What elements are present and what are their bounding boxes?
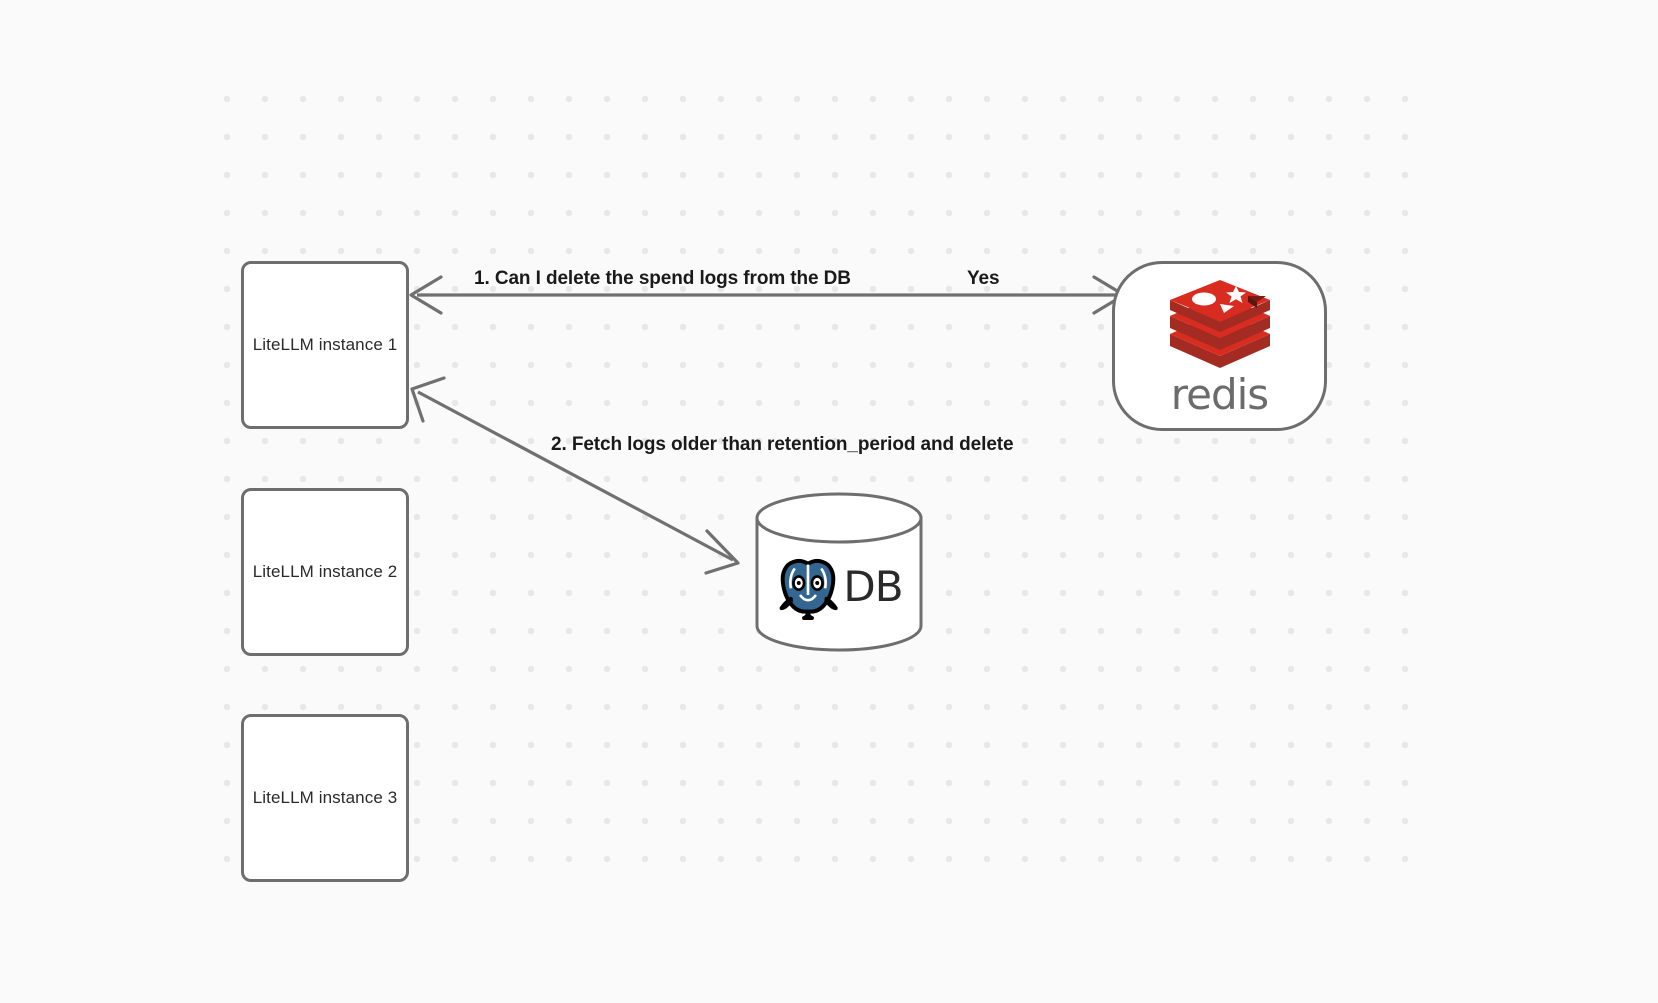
edge-label-step-2: 2. Fetch logs older than retention_perio… bbox=[551, 434, 1014, 455]
database-label: DB bbox=[843, 562, 903, 611]
arrowhead-lower bbox=[704, 529, 740, 575]
redis-logo-group: redis bbox=[1164, 276, 1276, 416]
node-litellm-instance-1-label: LiteLLM instance 1 bbox=[252, 335, 398, 354]
arrowhead-upper bbox=[410, 376, 446, 423]
node-litellm-instance-2[interactable]: LiteLLM instance 2 bbox=[241, 488, 409, 656]
postgresql-elephant-icon bbox=[780, 559, 839, 620]
edge-db-to-litellm1 bbox=[410, 376, 740, 575]
edge-label-step-1: 1. Can I delete the spend logs from the … bbox=[474, 268, 851, 289]
node-litellm-instance-3[interactable]: LiteLLM instance 3 bbox=[241, 714, 409, 882]
database-logo-group: DB bbox=[754, 492, 924, 652]
redis-logo-icon bbox=[1169, 280, 1270, 368]
redis-wordmark: redis bbox=[1170, 370, 1269, 419]
cylinder-shape bbox=[755, 492, 923, 652]
node-database[interactable]: DB bbox=[754, 492, 924, 652]
node-litellm-instance-3-label: LiteLLM instance 3 bbox=[252, 788, 398, 807]
node-litellm-instance-2-label: LiteLLM instance 2 bbox=[252, 562, 398, 581]
node-redis[interactable]: redis bbox=[1112, 261, 1327, 431]
edge-label-yes: Yes bbox=[967, 268, 1000, 289]
node-litellm-instance-1[interactable]: LiteLLM instance 1 bbox=[241, 261, 409, 429]
arrowhead-left bbox=[409, 275, 443, 315]
